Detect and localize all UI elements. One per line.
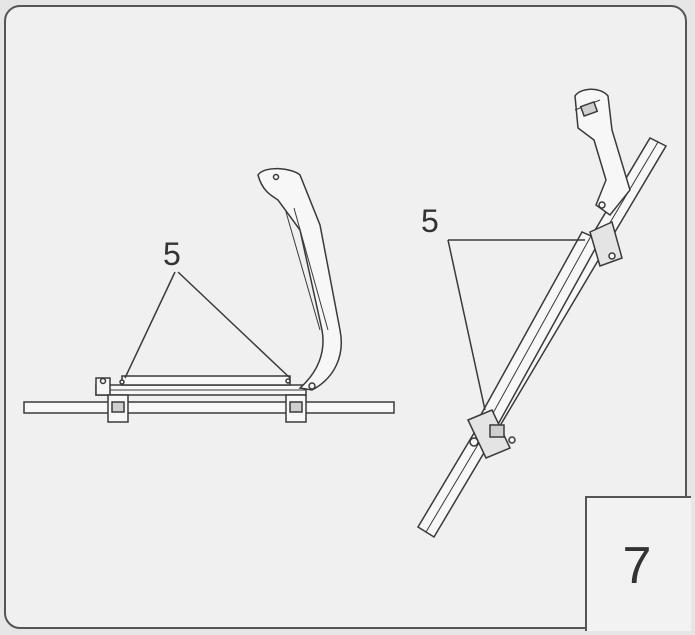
left-callout-leaders [124,271,291,379]
instruction-panel [4,5,687,629]
left-side-view [23,167,395,423]
left-top-plate [121,375,291,386]
left-roof-bar [23,401,395,414]
right-callout-leaders [447,239,585,411]
right-lower-clamp [466,409,512,459]
step-number: 7 [622,537,652,595]
right-perspective-view [416,88,668,539]
right-wheel-arm [574,88,631,217]
step-number-box: 7 [585,496,691,631]
callout-label-right: 5 [421,203,439,239]
callout-label-left: 5 [163,236,181,272]
left-wheel-arm [257,167,342,391]
